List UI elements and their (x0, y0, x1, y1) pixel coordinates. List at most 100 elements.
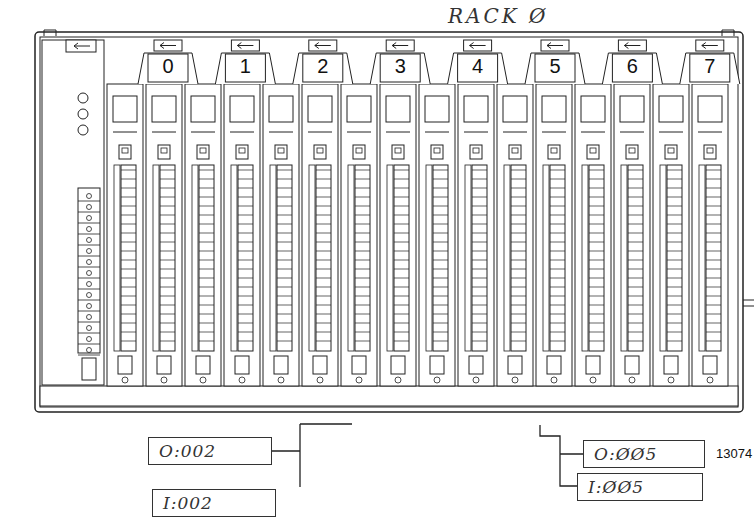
terminal-rung (589, 287, 604, 288)
terminal-strip (433, 165, 448, 351)
terminal-rung (550, 206, 565, 207)
terminal-screw (87, 205, 92, 210)
terminal-rung (433, 323, 448, 324)
terminal-rung (511, 305, 526, 306)
slot-tab-shoulder (215, 53, 275, 84)
terminal-rung (78, 300, 100, 301)
terminal-rung (472, 242, 487, 243)
module-latch-slot (161, 148, 167, 153)
module-body (497, 84, 533, 386)
terminal-rung (355, 287, 370, 288)
terminal-rung (433, 215, 448, 216)
terminal-rung (160, 314, 175, 315)
terminal-rung (589, 278, 604, 279)
terminal-rung (316, 296, 331, 297)
terminal-rung (433, 206, 448, 207)
terminal-rung (472, 197, 487, 198)
terminal-rung (394, 269, 409, 270)
terminal-rung (511, 314, 526, 315)
module-window (464, 96, 488, 122)
module-latch (236, 145, 248, 159)
module-screw (161, 377, 167, 383)
module-body (458, 84, 494, 386)
latch-clip (231, 40, 259, 51)
power-supply-body (42, 40, 104, 385)
terminal-screw (87, 337, 92, 342)
module-foot (391, 356, 405, 374)
terminal-rung (472, 233, 487, 234)
terminal-rung (160, 233, 175, 234)
terminal-rung (121, 296, 136, 297)
terminal-screw (87, 238, 92, 243)
terminal-rung (160, 170, 175, 171)
terminal-rung (589, 269, 604, 270)
terminal-rung (121, 233, 136, 234)
terminal-rung (667, 323, 682, 324)
terminal-rung (706, 260, 721, 261)
terminal-rung (511, 269, 526, 270)
terminal-rung (160, 179, 175, 180)
terminal-rung (706, 188, 721, 189)
terminal-rung (550, 215, 565, 216)
module-screw (395, 377, 401, 383)
terminal-rung (78, 289, 100, 290)
bracket-line (272, 424, 352, 487)
terminal-rung (355, 215, 370, 216)
terminal-rung (433, 179, 448, 180)
terminal-cover (660, 165, 666, 351)
terminal-rung (160, 278, 175, 279)
terminal-rung (238, 179, 253, 180)
terminal-rung (550, 314, 565, 315)
terminal-rung (511, 332, 526, 333)
terminal-rung (550, 341, 565, 342)
terminal-rung (355, 260, 370, 261)
module-latch-slot (590, 148, 596, 153)
io-module (575, 84, 611, 386)
terminal-rung (121, 314, 136, 315)
terminal-rung (667, 296, 682, 297)
terminal-rung (199, 197, 214, 198)
module-window (230, 96, 254, 122)
chassis-frame (35, 32, 743, 412)
terminal-rung (238, 251, 253, 252)
terminal-rung (472, 278, 487, 279)
terminal-rung (316, 170, 331, 171)
terminal-cover (504, 165, 510, 351)
module-screw (278, 377, 284, 383)
terminal-rung (160, 305, 175, 306)
io-module (653, 84, 689, 386)
slot-number-plate (458, 54, 498, 82)
terminal-screw (87, 282, 92, 287)
terminal-strip (472, 165, 487, 351)
terminal-rung (199, 314, 214, 315)
module-screw (707, 377, 713, 383)
latch-clip (464, 40, 492, 51)
terminal-rung (160, 251, 175, 252)
terminal-cover (309, 165, 315, 351)
terminal-rung (160, 188, 175, 189)
slot-number-plate (380, 54, 420, 82)
terminal-rung (706, 323, 721, 324)
terminal-rung (667, 314, 682, 315)
terminal-rung (238, 305, 253, 306)
module-ledge (542, 132, 566, 133)
terminal-rung (472, 269, 487, 270)
terminal-rung (316, 305, 331, 306)
terminal-rung (667, 278, 682, 279)
terminal-rung (706, 170, 721, 171)
terminal-rung (511, 251, 526, 252)
slot-number-plate (303, 54, 343, 82)
terminal-rung (355, 251, 370, 252)
module-ledge (230, 132, 254, 133)
terminal-screw (87, 227, 92, 232)
terminal-rung (355, 179, 370, 180)
terminal-strip (667, 165, 682, 351)
slot-number: 6 (627, 55, 638, 78)
address-text: O:002 (159, 441, 261, 461)
terminal-rung (316, 287, 331, 288)
slot-tab (215, 40, 275, 84)
terminal-rung (628, 179, 643, 180)
terminal-rung (355, 170, 370, 171)
terminal-rung (433, 188, 448, 189)
terminal-rung (628, 206, 643, 207)
